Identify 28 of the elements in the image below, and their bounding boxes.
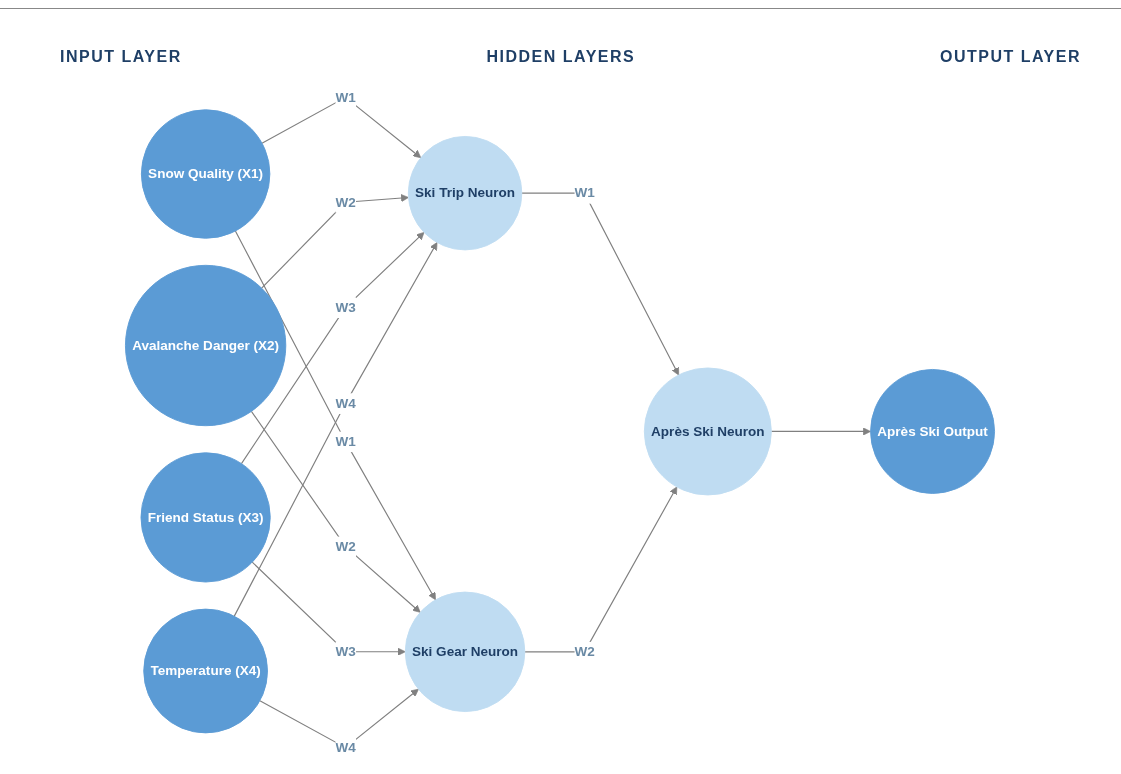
layer-heading: OUTPUT LAYER — [940, 48, 1081, 66]
edge-label: W2 — [574, 643, 595, 659]
edge-label: W3 — [335, 299, 356, 315]
arrow — [770, 427, 871, 436]
arrow — [524, 486, 678, 653]
arrow — [250, 410, 421, 613]
node-circle: Après Ski Output — [870, 369, 996, 494]
edge-label: W4 — [335, 739, 356, 755]
edge-label: W4 — [335, 395, 356, 411]
layer-heading: HIDDEN LAYERS — [486, 48, 636, 66]
node-circle: Friend Status (X3) — [140, 452, 271, 583]
arrow — [251, 561, 406, 656]
edge-label: W3 — [335, 643, 356, 659]
node-circle: Ski Gear Neuron — [404, 591, 526, 713]
node-circle: Ski Trip Neuron — [407, 136, 523, 251]
edge-label: W2 — [335, 538, 356, 554]
arrow — [521, 192, 679, 376]
node-circle: Temperature (X4) — [143, 608, 268, 734]
layer-heading: INPUT LAYER — [60, 48, 182, 66]
edge-label: W1 — [335, 433, 356, 449]
edge-label: W1 — [574, 184, 595, 201]
arrow — [261, 194, 409, 289]
node-circle: Snow Quality (X1) — [140, 109, 271, 239]
edge-label: W1 — [335, 89, 356, 105]
arrow — [240, 232, 425, 465]
edge-label: W2 — [335, 193, 356, 210]
node-circle: Avalanche Danger (X2) — [125, 264, 287, 427]
node-circle: Après Ski Neuron — [643, 367, 772, 496]
